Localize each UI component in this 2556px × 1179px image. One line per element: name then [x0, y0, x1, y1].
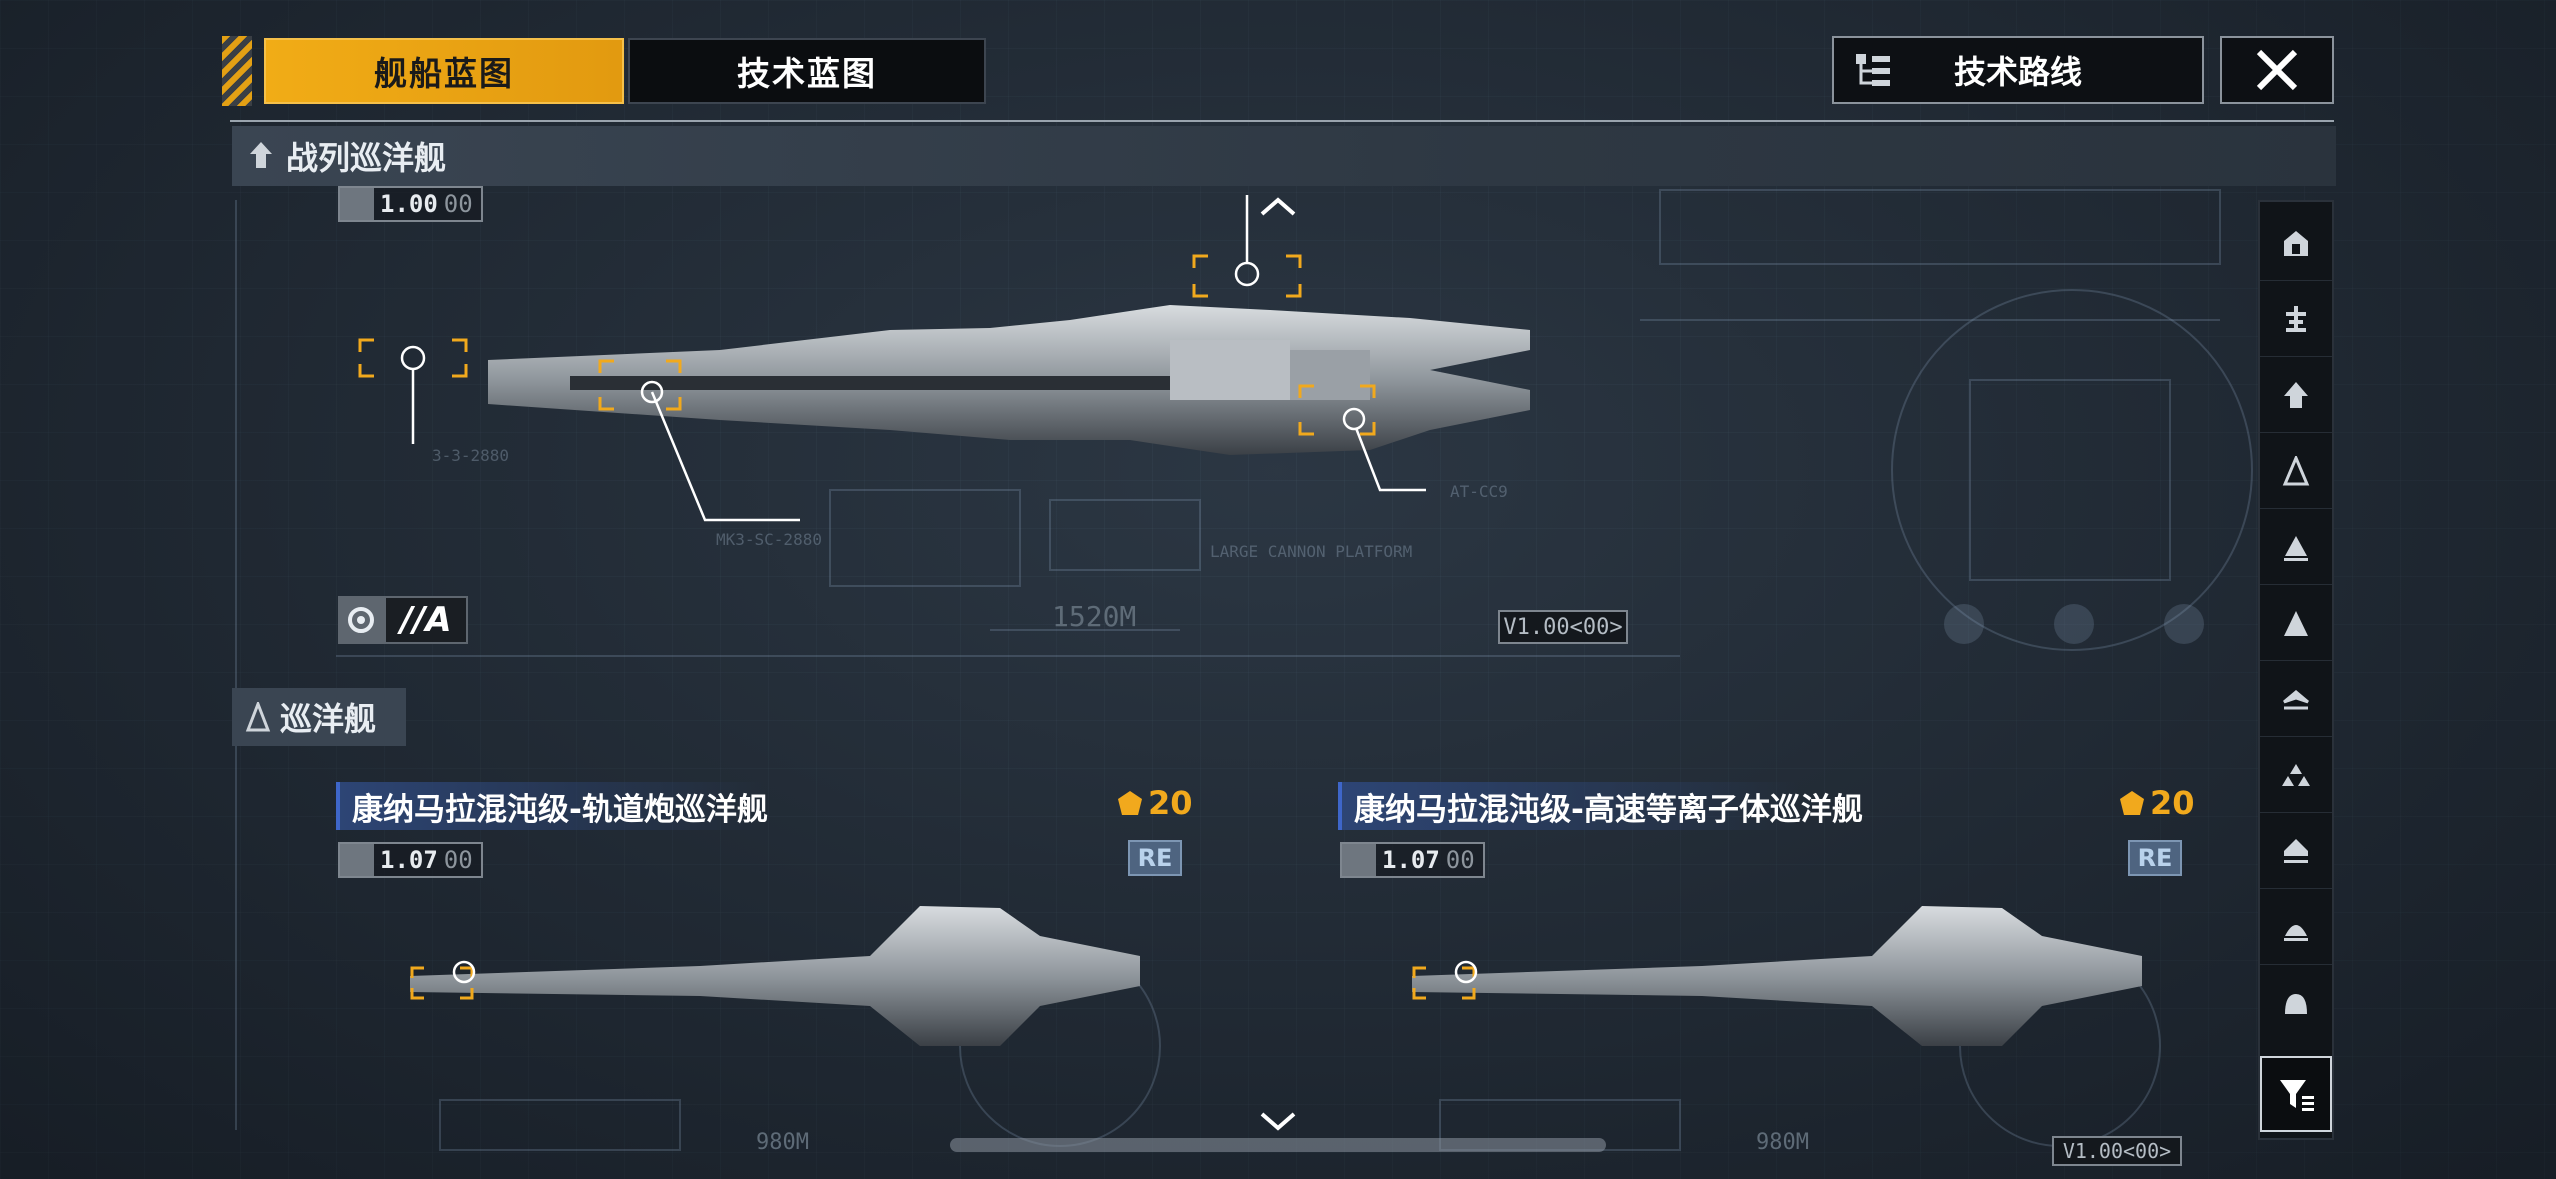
cruiser-icon [245, 702, 271, 732]
sidebar-item-battlecruiser[interactable] [2260, 358, 2332, 433]
carrier-icon [2284, 231, 2308, 256]
command-point-icon [2120, 791, 2144, 815]
corvette-icon [2283, 690, 2309, 710]
section-title-cruiser: 巡洋舰 [280, 700, 377, 738]
ship-card-cost-value: 20 [1148, 784, 1193, 822]
command-point-icon [1118, 791, 1142, 815]
sidebar-item-cruiser[interactable] [2260, 434, 2332, 509]
sidebar-item-corvette[interactable] [2260, 662, 2332, 737]
section-header-cruiser: 巡洋舰 [232, 688, 406, 746]
sidebar-item-battleship[interactable] [2260, 282, 2332, 357]
ship-card-image [410, 906, 1140, 1046]
featured-version-main: 1.00 [380, 190, 438, 218]
ship-card-version-tag: V1.00<00> [2052, 1136, 2182, 1166]
header-stripe [222, 36, 252, 106]
ship-class-sidebar [2258, 200, 2334, 1140]
ship-card-length: 980M [1756, 1130, 1809, 1155]
ship-card-version-dim: 00 [443, 846, 473, 874]
featured-length: 1520M [1052, 600, 1137, 633]
scroll-up-icon[interactable] [1258, 194, 1298, 218]
featured-grade-label: //A [384, 596, 468, 644]
tab-tech-blueprint-label: 技术蓝图 [737, 54, 877, 93]
home-indicator[interactable] [950, 1138, 1606, 1152]
sidebar-item-dome[interactable] [2260, 966, 2332, 1040]
featured-label-4: LARGE CANNON PLATFORM [1210, 542, 1413, 561]
ship-card-version-dim: 00 [1445, 846, 1475, 874]
sidebar-item-frigate[interactable] [2260, 586, 2332, 661]
scroll-down-icon[interactable] [1258, 1110, 1298, 1134]
battlecruiser-icon [2284, 382, 2308, 408]
globe-icon [1342, 844, 1376, 876]
globe-icon [340, 844, 374, 876]
gear-icon [338, 596, 384, 644]
fighter-squad-icon [2282, 764, 2310, 786]
featured-label-1: 3-3-2880 [432, 446, 510, 465]
featured-version-dim: 00 [443, 190, 473, 218]
header-divider [230, 120, 2334, 122]
sidebar-item-station[interactable] [2260, 890, 2332, 965]
ship-card-cost-value: 20 [2150, 784, 2195, 822]
tab-ship-blueprint-label: 舰船蓝图 [374, 54, 514, 93]
auxiliary-icon [2284, 839, 2308, 863]
section-header-battlecruiser: 战列巡洋舰 [232, 126, 2336, 186]
cruiser-icon [2282, 456, 2310, 486]
ship-card-title: 康纳马拉混沌级-轨道炮巡洋舰 [336, 782, 872, 830]
ship-card-title: 康纳马拉混沌级-高速等离子体巡洋舰 [1338, 782, 1914, 830]
featured-grade-badge: //A [338, 596, 468, 644]
station-icon [2284, 925, 2308, 941]
close-button[interactable] [2220, 36, 2334, 104]
filter-icon [2280, 1080, 2314, 1111]
tech-route-button[interactable]: 技术路线 [1832, 36, 2204, 104]
featured-label-2: MK3-SC-2880 [716, 530, 822, 549]
ship-card-version-badge: 1.07 00 [338, 842, 483, 878]
frigate-icon [2284, 611, 2308, 636]
filter-button[interactable] [2260, 1056, 2332, 1132]
close-icon [2256, 49, 2298, 91]
ship-card-version-main: 1.07 [380, 846, 438, 874]
ship-card-cost: 20 [2118, 784, 2195, 822]
section-title-battlecruiser: 战列巡洋舰 [286, 139, 447, 177]
featured-version-tag: V1.00<00> [1498, 610, 1628, 644]
ship-card-length: 980M [756, 1130, 809, 1155]
featured-version-badge: 1.00 00 [338, 186, 483, 222]
ship-card-version-badge: 1.07 00 [1340, 842, 1485, 878]
ship-card-re-badge: RE [1128, 840, 1182, 876]
tree-list-icon [1856, 54, 1890, 86]
ship-card-re-badge: RE [2128, 840, 2182, 876]
featured-ship-image[interactable] [470, 280, 1570, 510]
sidebar-item-carrier[interactable] [2260, 206, 2332, 281]
battleship-icon [2286, 306, 2306, 332]
tech-route-label: 技术路线 [1953, 53, 2082, 91]
globe-icon [340, 188, 374, 220]
sidebar-item-auxiliary[interactable] [2260, 814, 2332, 889]
tab-tech-blueprint[interactable]: 技术蓝图 [628, 38, 986, 104]
tab-ship-blueprint[interactable]: 舰船蓝图 [264, 38, 624, 104]
ship-card-version-main: 1.07 [1382, 846, 1440, 874]
sidebar-item-fighter[interactable] [2260, 738, 2332, 813]
ship-card-cost: 20 [1116, 784, 1193, 822]
ship-card-image [1412, 906, 2142, 1046]
battlecruiser-icon [250, 142, 272, 168]
destroyer-icon [2284, 536, 2308, 561]
featured-label-3: AT-CC9 [1450, 482, 1508, 501]
dome-icon [2285, 994, 2307, 1014]
sidebar-item-destroyer[interactable] [2260, 510, 2332, 585]
